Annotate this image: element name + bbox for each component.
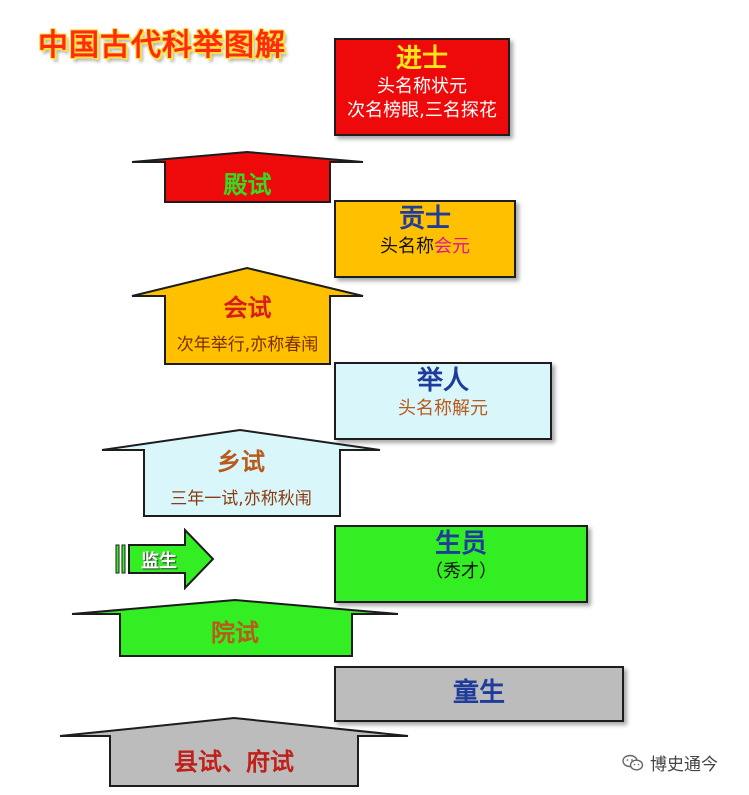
box-tongsheng: 童生 [334, 666, 624, 722]
tongsheng-title: 童生 [452, 678, 505, 708]
arrow-yuanshi-shape [71, 598, 399, 657]
box-jinshi: 进士 头名称状元 次名榜眼,三名探花 [334, 38, 510, 136]
arrow-jiansheng-shape [115, 528, 215, 590]
jiansheng-label: 监生 [141, 551, 177, 572]
watermark: 博史通今 [622, 750, 718, 775]
juren-title: 举人 [416, 366, 469, 396]
juren-sub: 头名称解元 [398, 398, 488, 420]
xianshi-label: 县试、府试 [174, 748, 294, 776]
arrow-jiansheng: 监生 [115, 528, 215, 590]
yuanshi-label: 院试 [211, 619, 259, 647]
page-title: 中国古代科举图解 [38, 28, 286, 63]
arrow-xiangshi-shape [101, 428, 381, 517]
arrow-huishi: 会试 次年举行,亦称春闱 [130, 266, 365, 366]
arrow-dianshi: 殿试 [130, 150, 365, 204]
box-gongshi: 贡士 头名称会元 [334, 200, 516, 278]
xiangshi-sub: 三年一试,亦称秋闱 [170, 489, 312, 509]
jinshi-title: 进士 [395, 44, 448, 74]
gongshi-sub-highlight: 会元 [434, 236, 470, 258]
wechat-icon [622, 754, 644, 772]
gongshi-title: 贡士 [398, 204, 451, 234]
gongshi-sub: 头名称会元 [336, 235, 514, 259]
huishi-sub: 次年举行,亦称春闱 [176, 335, 319, 355]
jinshi-line2: 次名榜眼,三名探花 [347, 100, 497, 122]
xiangshi-label: 乡试 [217, 448, 265, 476]
dianshi-label: 殿试 [223, 171, 272, 199]
arrow-xianshi: 县试、府试 [58, 716, 410, 788]
arrow-xianshi-shape [59, 716, 409, 787]
huishi-label: 会试 [223, 294, 272, 322]
watermark-text: 博史通今 [650, 755, 718, 775]
shengyuan-title: 生员 [434, 529, 487, 559]
box-juren: 举人 头名称解元 [334, 362, 552, 440]
jinshi-line1: 头名称状元 [377, 76, 467, 98]
arrow-dianshi-shape [131, 150, 364, 203]
arrow-huishi-shape [131, 266, 364, 365]
arrow-yuanshi: 院试 [70, 598, 400, 658]
arrow-xiangshi: 乡试 三年一试,亦称秋闱 [100, 428, 382, 518]
box-shengyuan: 生员 （秀才） [334, 525, 588, 603]
shengyuan-sub: （秀才） [425, 561, 497, 583]
gongshi-sub-prefix: 头名称 [380, 236, 434, 258]
